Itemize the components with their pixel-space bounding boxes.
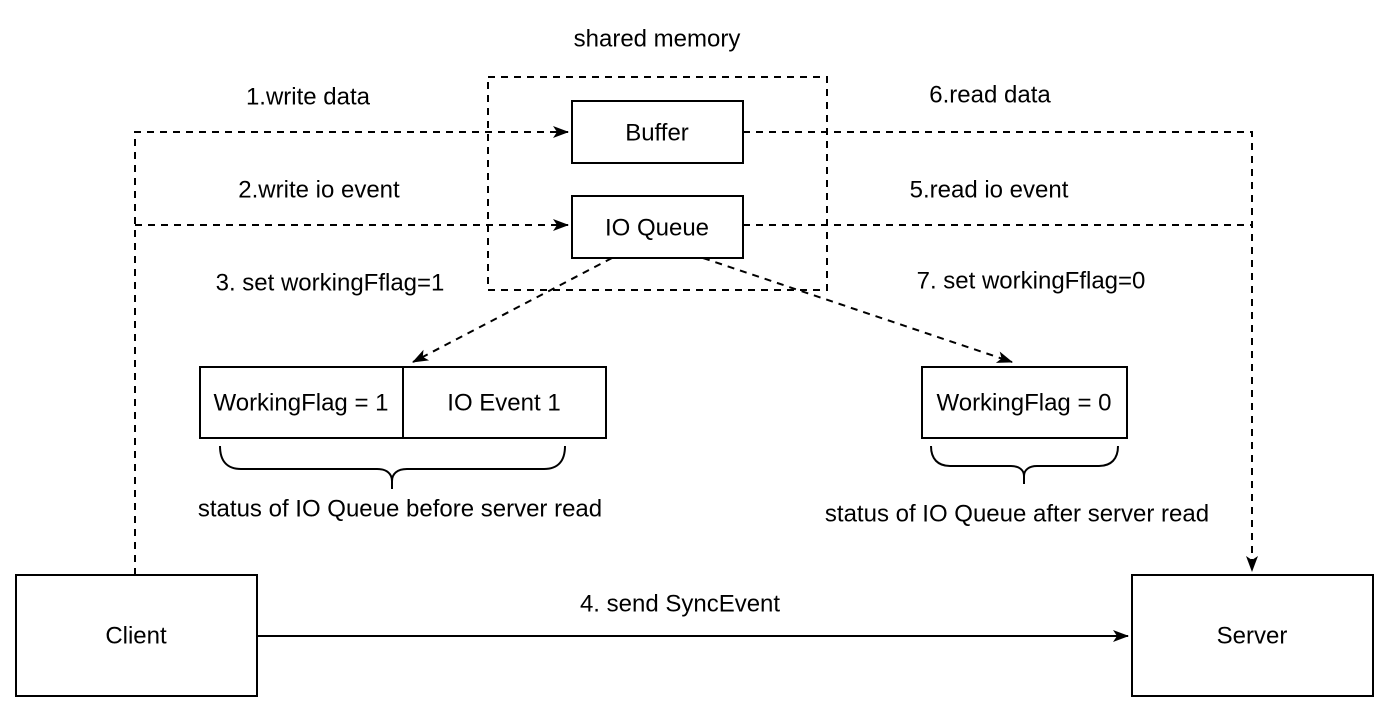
- brace-before-read: [219, 445, 566, 489]
- io-queue-after-state: WorkingFlag = 0: [921, 366, 1128, 439]
- io-queue-box: [571, 195, 744, 259]
- client-node: Client: [15, 574, 258, 697]
- server-label: Server: [1217, 623, 1288, 650]
- annotation-after-read: status of IO Queue after server read: [825, 501, 1209, 528]
- shared-memory-container: [487, 76, 828, 291]
- working-flag-0-box: [921, 366, 1128, 439]
- edge-label-set-working-flag-1: 3. set workingFflag=1: [216, 270, 445, 297]
- io-queue-label: IO Queue: [605, 215, 709, 242]
- server-node: Server: [1131, 574, 1374, 697]
- brace-after-read: [930, 445, 1119, 484]
- io-event-1-label: IO Event 1: [447, 390, 560, 417]
- edge-read-data-line: [743, 131, 1258, 572]
- edge-label-write-data: 1.write data: [246, 84, 371, 111]
- edge-write-data-line: [134, 126, 569, 575]
- annotation-before-read: status of IO Queue before server read: [198, 496, 602, 523]
- edge-label-read-io-event: 5.read io event: [910, 177, 1069, 204]
- io-event-1-cell: [402, 366, 607, 439]
- client-box: [15, 574, 258, 697]
- working-flag-1-cell: [199, 366, 404, 439]
- edge-label-set-working-flag-0: 7. set workingFflag=0: [917, 268, 1146, 295]
- io-queue-node: IO Queue: [571, 195, 744, 259]
- buffer-label: Buffer: [625, 120, 689, 147]
- edge-set-flag-0-line: [702, 257, 1013, 363]
- edge-label-read-data: 6.read data: [929, 82, 1051, 109]
- buffer-node: Buffer: [571, 100, 744, 164]
- shared-memory-title: shared memory: [574, 26, 741, 53]
- working-flag-0-label: WorkingFlag = 0: [937, 390, 1112, 417]
- working-flag-1-label: WorkingFlag = 1: [214, 390, 389, 417]
- buffer-box: [571, 100, 744, 164]
- client-label: Client: [105, 623, 167, 650]
- edge-label-write-io-event: 2.write io event: [238, 177, 400, 204]
- edge-label-send-sync-event: 4. send SyncEvent: [580, 591, 780, 618]
- edge-set-flag-1-line: [412, 257, 613, 363]
- server-box: [1131, 574, 1374, 697]
- io-queue-before-state: WorkingFlag = 1 IO Event 1: [199, 366, 607, 439]
